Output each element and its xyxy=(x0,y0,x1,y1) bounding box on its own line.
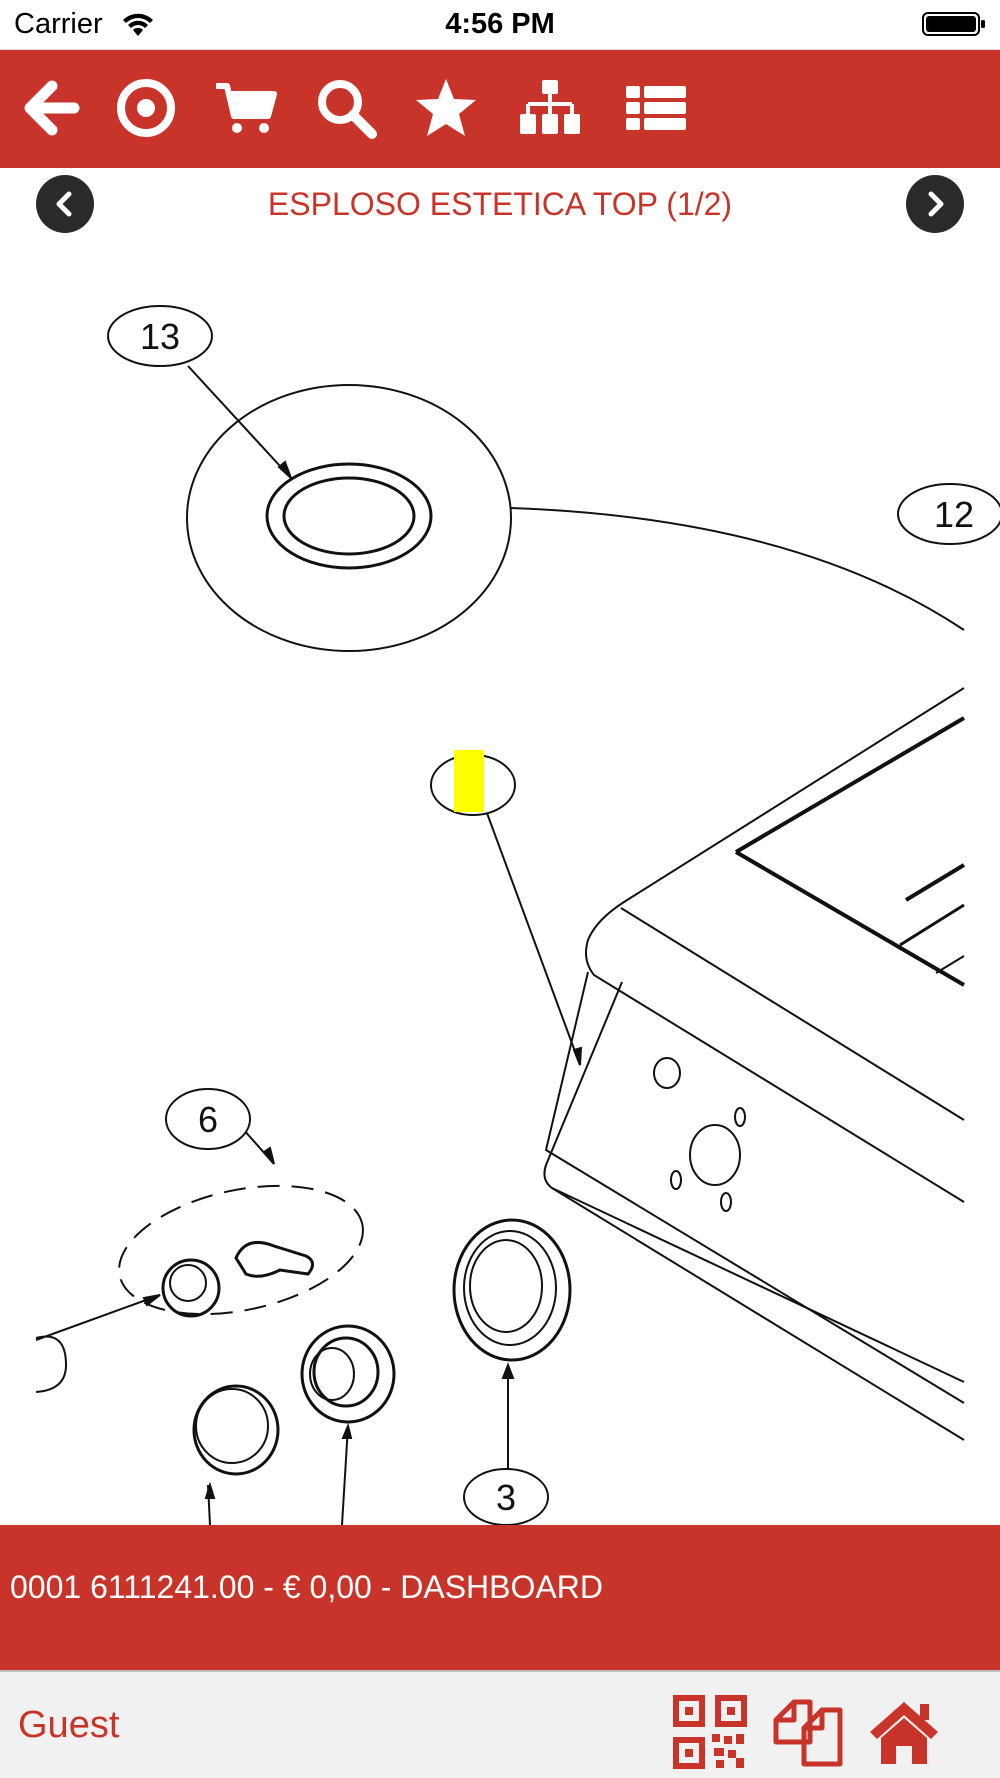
status-bar: Carrier 4:56 PM xyxy=(0,0,1000,50)
battery-icon xyxy=(922,12,985,36)
bottom-bar: Guest xyxy=(0,1670,1000,1778)
target-icon xyxy=(117,79,175,137)
tree-button[interactable] xyxy=(514,72,586,144)
callout-13[interactable]: 13 xyxy=(107,305,213,367)
user-label[interactable]: Guest xyxy=(18,1704,120,1746)
callout-highlighted[interactable] xyxy=(430,750,516,816)
chevron-right-icon xyxy=(928,191,944,217)
clock-time: 4:56 PM xyxy=(445,8,555,40)
callout-12-label: 12 xyxy=(934,494,974,535)
carrier-label: Carrier xyxy=(14,8,103,40)
home-button[interactable] xyxy=(864,1692,944,1772)
wifi-icon xyxy=(123,13,153,36)
callout-3-label: 3 xyxy=(496,1477,516,1518)
callout-6-label: 6 xyxy=(198,1099,218,1140)
callout-6[interactable]: 6 xyxy=(165,1088,251,1150)
back-arrow-icon xyxy=(24,80,80,136)
target-button[interactable] xyxy=(110,72,182,144)
callout-12[interactable]: 12 xyxy=(897,483,1000,545)
search-icon xyxy=(318,80,377,139)
exploded-view-drawing[interactable]: 13 12 6 3 xyxy=(35,240,1000,1526)
list-icon xyxy=(626,86,686,130)
page-title: ESPLOSO ESTETICA TOP (1/2) xyxy=(267,186,733,222)
callout-13-label: 13 xyxy=(140,316,180,357)
back-button[interactable] xyxy=(14,72,86,144)
search-button[interactable] xyxy=(310,72,382,144)
home-icon xyxy=(870,1702,938,1764)
qr-scan-button[interactable] xyxy=(670,1692,750,1772)
cart-icon xyxy=(216,83,277,133)
drawing-canvas: 13 12 6 3 xyxy=(35,305,1000,1526)
callout-3[interactable]: 3 xyxy=(463,1468,549,1526)
list-button[interactable] xyxy=(620,72,692,144)
main-toolbar xyxy=(0,50,1000,168)
callout-highlight-marker xyxy=(454,750,484,812)
part-info-text: 0001 6111241.00 - € 0,00 - DASHBOARD xyxy=(10,1569,603,1605)
star-icon xyxy=(416,79,476,136)
previous-page-button[interactable] xyxy=(36,175,94,233)
favorites-button[interactable] xyxy=(410,72,482,144)
documents-button[interactable] xyxy=(768,1692,848,1772)
qr-code-icon xyxy=(673,1695,747,1769)
chevron-left-icon xyxy=(56,191,72,217)
cart-button[interactable] xyxy=(210,72,282,144)
sitemap-icon xyxy=(520,80,580,134)
next-page-button[interactable] xyxy=(906,175,964,233)
part-info-bar[interactable]: 0001 6111241.00 - € 0,00 - DASHBOARD xyxy=(0,1525,1000,1670)
copy-documents-icon xyxy=(773,1699,843,1767)
